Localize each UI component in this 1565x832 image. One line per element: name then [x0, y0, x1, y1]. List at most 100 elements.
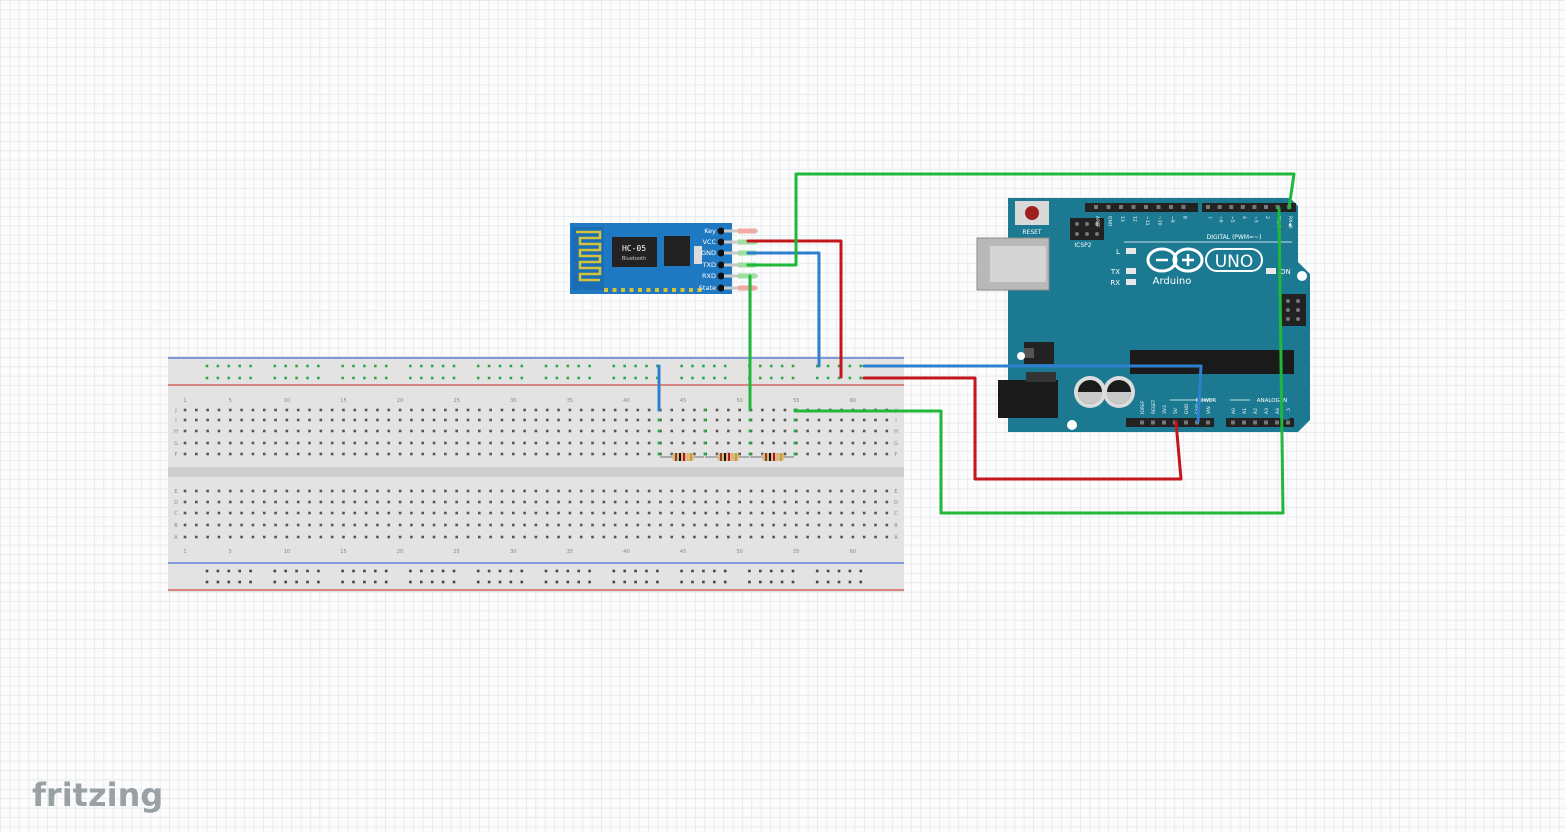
- led-rx: [1126, 279, 1136, 285]
- bb-col-number-top: 35: [567, 398, 573, 404]
- mounting-hole-1: [1017, 352, 1025, 360]
- fritzing-logo: fritzing: [32, 776, 163, 814]
- digital-pin-label: ~3: [1252, 216, 1258, 223]
- bb-row-letter: B: [894, 523, 898, 529]
- bb-row-letter: C: [174, 511, 178, 517]
- wire-gnd-arduino-blue[interactable]: [862, 364, 1203, 424]
- bb-col-number-top: 40: [623, 398, 629, 404]
- bb-col-number-bottom: 50: [736, 549, 742, 555]
- bb-col-number-bottom: 40: [623, 549, 629, 555]
- icsp2-header[interactable]: [1070, 218, 1104, 240]
- mounting-hole-4: [1281, 410, 1291, 420]
- digital-pin-label: ~9: [1169, 216, 1175, 223]
- analog-label-bg: [1250, 395, 1292, 403]
- resistor[interactable]: [750, 453, 794, 461]
- power-pin-label: IOREF: [1140, 400, 1146, 414]
- analog-pin-label: A1: [1242, 408, 1248, 414]
- hc05-subtitle: Bluetooth: [622, 256, 646, 262]
- bb-col-number-bottom: 60: [850, 549, 856, 555]
- bb-col-number-bottom: 15: [340, 549, 346, 555]
- bb-col-number-bottom: 55: [793, 549, 799, 555]
- bb-col-number-bottom: 10: [284, 549, 290, 555]
- breadboard[interactable]: 1155101015152020252530303535404045455050…: [168, 356, 904, 592]
- bb-col-number-bottom: 20: [397, 549, 403, 555]
- bb-row-letter: D: [894, 500, 898, 506]
- bb-row-letter: E: [894, 489, 897, 495]
- mounting-hole-3: [1297, 271, 1307, 281]
- analog-pin-label: A2: [1253, 408, 1259, 414]
- led-tx: [1126, 268, 1136, 274]
- bb-row-letter: A: [174, 535, 178, 541]
- icsp2-label: ICSP2: [1074, 242, 1091, 249]
- wire-gnd-blue[interactable]: [746, 251, 821, 368]
- bb-col-number-top: 50: [736, 398, 742, 404]
- breadboard-holes: [183, 364, 889, 584]
- power-header[interactable]: [1126, 418, 1214, 427]
- wire-tx-divider-green[interactable]: [793, 206, 1285, 515]
- bb-row-letter: G: [894, 441, 898, 447]
- bb-row-letter: H: [174, 429, 178, 435]
- voltage-regulator: [1024, 342, 1054, 364]
- digital-pin-label: ~6: [1218, 216, 1224, 223]
- power-jack: [998, 380, 1058, 418]
- reset-label: RESET: [1022, 229, 1042, 236]
- hc05-pin-rxd: RXD: [702, 272, 716, 280]
- bb-col-number-top: 15: [340, 398, 346, 404]
- hc05-pin-vcc: VCC: [702, 238, 716, 246]
- bb-row-letter: J: [174, 408, 176, 414]
- bb-col-number-top: 30: [510, 398, 516, 404]
- digital-pin-label: 8: [1182, 216, 1188, 219]
- led-on-label: ON: [1280, 268, 1291, 276]
- mounting-hole-2: [1067, 420, 1077, 430]
- digital-pin-label: RX◀0: [1287, 216, 1293, 229]
- power-jack-top: [1026, 372, 1056, 382]
- resistor[interactable]: [660, 453, 704, 461]
- bb-row-letter: H: [894, 429, 898, 435]
- led-on: [1266, 268, 1276, 274]
- hc05-chip-secondary: [664, 236, 690, 266]
- led-l-label: L: [1116, 248, 1120, 256]
- digital-pin-label: AREF: [1094, 216, 1100, 228]
- analog-pin-label: A3: [1264, 408, 1270, 414]
- analog-pin-label: A0: [1231, 408, 1237, 414]
- bb-col-number-top: 10: [284, 398, 290, 404]
- bb-col-number-top: 20: [397, 398, 403, 404]
- bb-row-letter: I: [895, 418, 896, 424]
- hc05-chip: [612, 237, 657, 267]
- wires[interactable]: [657, 172, 1296, 515]
- regulator-tab: [1024, 348, 1034, 358]
- hc05-pin-labels: Key VCC GND TXD RXD State: [699, 227, 717, 292]
- bb-col-number-bottom: 35: [567, 549, 573, 555]
- digital-label-bg: [1196, 232, 1272, 241]
- power-pin-label: GND: [1184, 403, 1190, 414]
- digital-header[interactable]: [1085, 203, 1296, 212]
- bb-col-number-bottom: 5: [229, 549, 232, 555]
- icsp-header[interactable]: [1280, 294, 1306, 326]
- bb-col-number-bottom: 30: [510, 549, 516, 555]
- hc05-module[interactable]: HC-05 Bluetooth Key VCC GND TXD RXD Stat…: [570, 223, 758, 294]
- hc05-title: HC-05: [622, 244, 646, 253]
- bb-row-letter: F: [175, 452, 178, 458]
- digital-pin-label: ~10: [1157, 216, 1163, 226]
- hc05-pin-txd: TXD: [702, 261, 716, 269]
- digital-pin-label: ~5: [1229, 216, 1235, 223]
- bb-col-number-top: 1: [183, 398, 186, 404]
- digital-pin-label: 2: [1264, 216, 1270, 219]
- resistor[interactable]: [705, 453, 749, 461]
- uno-model-label: UNO: [1215, 252, 1254, 272]
- bb-col-number-top: 45: [680, 398, 686, 404]
- bb-row-letter: C: [894, 511, 898, 517]
- wire-txd-green[interactable]: [746, 172, 1296, 267]
- reset-button-cap[interactable]: [1025, 206, 1039, 220]
- bb-row-letter: E: [174, 489, 177, 495]
- bb-row-letter: A: [894, 535, 898, 541]
- wire-vcc-red[interactable]: [746, 239, 843, 379]
- bb-col-number-top: 55: [793, 398, 799, 404]
- analog-header[interactable]: [1226, 418, 1294, 427]
- resistors[interactable]: [660, 453, 794, 461]
- digital-pin-label: GND: [1107, 216, 1113, 227]
- bb-col-number-bottom: 1: [183, 549, 186, 555]
- wire-5v-arduino-red[interactable]: [862, 376, 1183, 481]
